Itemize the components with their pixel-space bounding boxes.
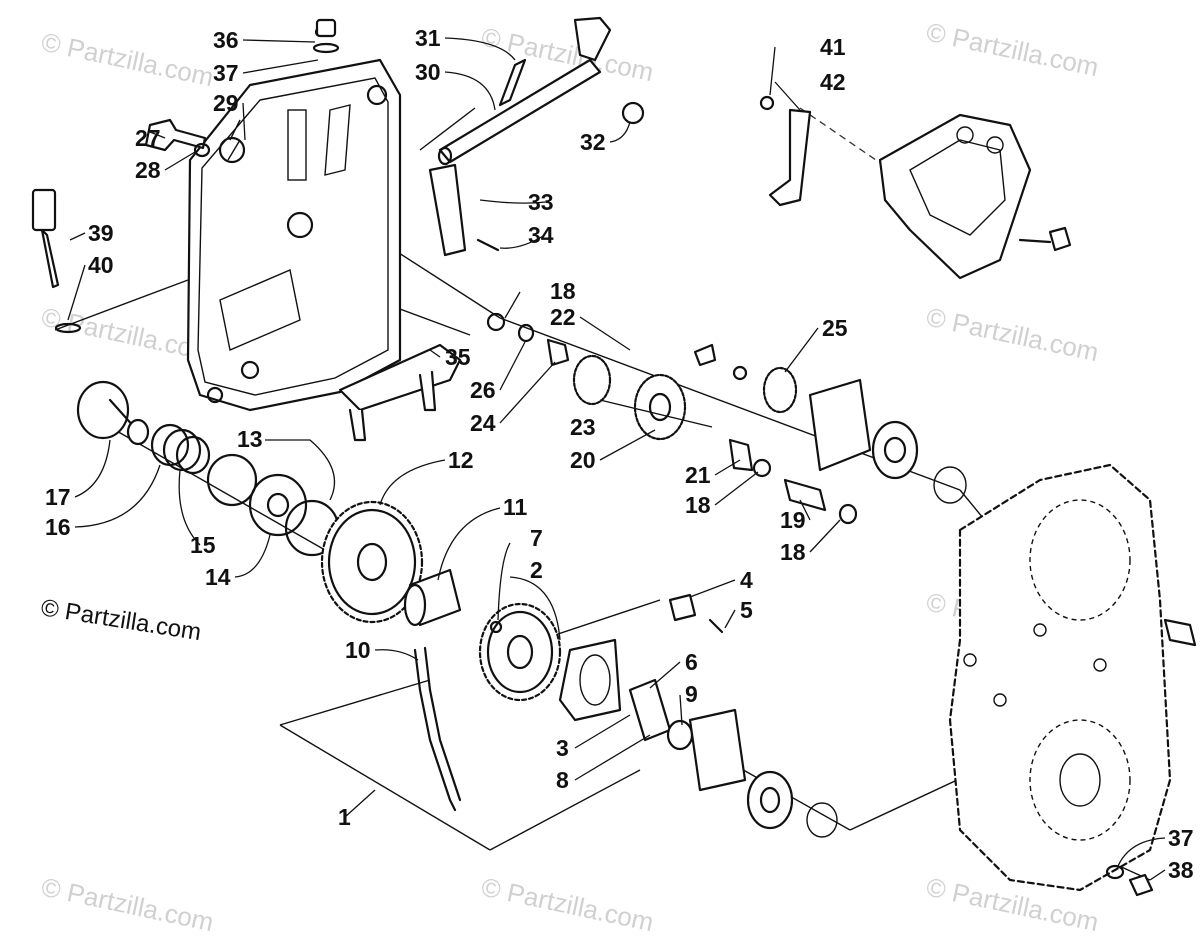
callout-25: 25 [822,315,848,341]
callout-10: 10 [345,637,371,663]
callout-29: 29 [213,90,239,116]
leader-lines [67,37,1166,881]
callout-37: 37 [213,60,239,86]
watermark: © Partzilla.com [924,302,1102,368]
callout-3: 3 [556,735,569,761]
callout-4: 4 [740,567,753,593]
gear-housing-top [878,113,1072,280]
callout-32: 32 [580,129,606,155]
splined-hub [403,568,462,627]
watermark: © Partzilla.com [39,27,217,93]
callout-35: 35 [445,344,471,370]
callout-21: 21 [685,462,711,488]
callout-5: 5 [740,597,753,623]
callout-33: 33 [528,189,554,215]
callout-30: 30 [415,59,441,85]
callout-22: 22 [550,304,576,330]
gear-case [948,463,1197,897]
gear-23 [572,354,687,441]
lower-bearings [688,708,838,838]
callout-41: 41 [820,34,846,60]
callout-39: 39 [88,220,114,246]
callout-18: 18 [685,492,711,518]
callout-27: 27 [135,125,161,151]
callout-2: 2 [530,557,543,583]
callout-37: 37 [1168,825,1194,851]
bolt-27 [144,118,211,158]
hub-17 [76,380,150,446]
shift-fork [338,343,462,442]
callout-15: 15 [190,532,216,558]
brake-disc [558,638,622,722]
spacer-21 [728,438,827,512]
callout-labels: 1 2 3 4 5 6 7 8 9 10 11 12 13 14 15 16 1… [45,25,1194,883]
spring-16 [150,423,211,475]
callout-18: 18 [780,539,806,565]
callout-1: 1 [338,804,351,830]
callout-36: 36 [213,27,239,53]
drive-gear [478,602,562,702]
callout-34: 34 [528,222,554,248]
thrust-washers [206,453,340,557]
plunger-4 [668,593,724,634]
callout-24: 24 [470,410,496,436]
callout-11: 11 [503,494,528,520]
watermark: © Partzilla.com [479,872,657,938]
callout-16: 16 [45,514,71,540]
callout-9: 9 [685,681,698,707]
callout-17: 17 [45,484,71,510]
needle-bearing [628,678,694,751]
callout-12: 12 [448,447,474,473]
copyright-text: © Partzilla.com [39,594,203,646]
callout-6: 6 [685,649,698,675]
gear-25 [693,343,967,504]
fill-cap [312,18,340,54]
callout-8: 8 [556,767,569,793]
callout-38: 38 [1168,857,1194,883]
callout-7: 7 [530,525,543,551]
washers-18 [486,312,858,525]
callout-18: 18 [550,278,576,304]
dipstick [31,188,82,334]
shift-shaft [437,16,645,166]
callout-20: 20 [570,447,596,473]
bracket [759,95,812,207]
callout-26: 26 [470,377,496,403]
watermark: © Partzilla.com [924,17,1102,83]
callout-42: 42 [820,69,846,95]
callout-13: 13 [237,426,263,452]
callout-23: 23 [570,414,596,440]
callout-40: 40 [88,252,114,278]
cover-plate [428,163,500,257]
chaincase-cover [186,26,402,412]
driven-sprocket [320,500,424,624]
callout-19: 19 [780,507,806,533]
drive-chain [413,646,462,812]
callout-14: 14 [205,564,231,590]
watermark: © Partzilla.com [39,872,217,938]
callout-31: 31 [415,25,441,51]
callout-28: 28 [135,157,161,183]
